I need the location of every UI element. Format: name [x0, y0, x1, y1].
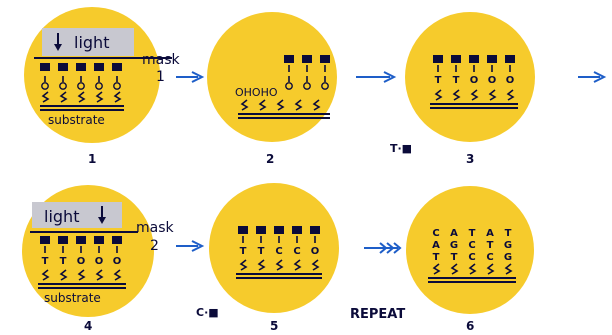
blocked-site-square-icon [40, 63, 122, 71]
step-4-number: 4 [84, 319, 92, 333]
light-label: light [74, 33, 109, 52]
svg-text:O: O [113, 256, 122, 267]
light-arrow-icon [54, 33, 62, 51]
triple-chevron-icon [364, 242, 402, 254]
svg-text:T: T [240, 246, 247, 257]
oh-sites-label: OHOHO [235, 86, 278, 99]
svg-text:A: A [486, 228, 494, 239]
process-arrow-icon [356, 71, 397, 83]
svg-text:T: T [505, 228, 512, 239]
step-5-number: 5 [270, 319, 278, 333]
step-2: OHOHO [207, 12, 337, 142]
process-arrow-icon [176, 71, 205, 83]
svg-text:C: C [486, 252, 493, 263]
svg-text:A: A [432, 240, 440, 251]
svg-text:C: C [468, 252, 475, 263]
step-1-number: 1 [88, 152, 96, 166]
svg-text:G: G [450, 240, 458, 251]
svg-text:C: C [468, 240, 475, 251]
svg-text:T: T [258, 246, 265, 257]
svg-text:T: T [451, 252, 458, 263]
process-arrow-icon [176, 240, 205, 252]
bond-lines [288, 65, 326, 72]
svg-text:O: O [77, 256, 86, 267]
mask-number: 1 [156, 69, 165, 85]
svg-text:T: T [469, 228, 476, 239]
light-arrow-icon [98, 206, 106, 224]
step-6-number: 6 [466, 319, 474, 333]
svg-text:G: G [504, 240, 512, 251]
substrate-label: substrate [44, 291, 101, 305]
c-reagent-label: C·■ [196, 306, 219, 319]
step-2-number: 2 [266, 152, 274, 166]
svg-text:T: T [435, 75, 442, 86]
step-2-circle [207, 12, 337, 142]
svg-text:G: G [504, 252, 512, 263]
light-label: light [44, 207, 79, 226]
svg-text:O: O [488, 75, 497, 86]
light-panel [32, 202, 122, 228]
blocked-site-square-icon [284, 55, 330, 63]
svg-text:O: O [506, 75, 515, 86]
step-3-number: 3 [466, 152, 474, 166]
svg-text:T: T [433, 252, 440, 263]
t-reagent-label: T·■ [390, 142, 412, 155]
svg-text:O: O [311, 246, 320, 257]
svg-text:C: C [293, 246, 300, 257]
bond-lines [44, 246, 118, 253]
svg-text:T: T [453, 75, 460, 86]
svg-text:C: C [432, 228, 439, 239]
step-5-circle [209, 183, 339, 313]
process-arrow-icon [578, 71, 607, 83]
repeat-label: REPEAT [350, 307, 405, 322]
substrate-label: substrate [48, 113, 105, 127]
svg-text:O: O [470, 75, 479, 86]
bond-lines [242, 236, 316, 243]
svg-text:T: T [42, 256, 49, 267]
svg-text:C: C [275, 246, 282, 257]
blocked-site-square-icon [433, 55, 515, 63]
step-3-circle [405, 12, 535, 142]
blocked-site-square-icon [238, 226, 320, 234]
svg-text:O: O [95, 256, 104, 267]
step-1: light mask 1 substrate [24, 7, 181, 143]
svg-text:T: T [487, 240, 494, 251]
mask-number: 2 [150, 238, 159, 254]
svg-text:A: A [450, 228, 458, 239]
svg-text:T: T [60, 256, 67, 267]
blocked-site-square-icon [40, 236, 122, 244]
mask-label: mask [142, 52, 181, 68]
bond-lines [437, 65, 511, 72]
mask-label: mask [136, 220, 175, 236]
